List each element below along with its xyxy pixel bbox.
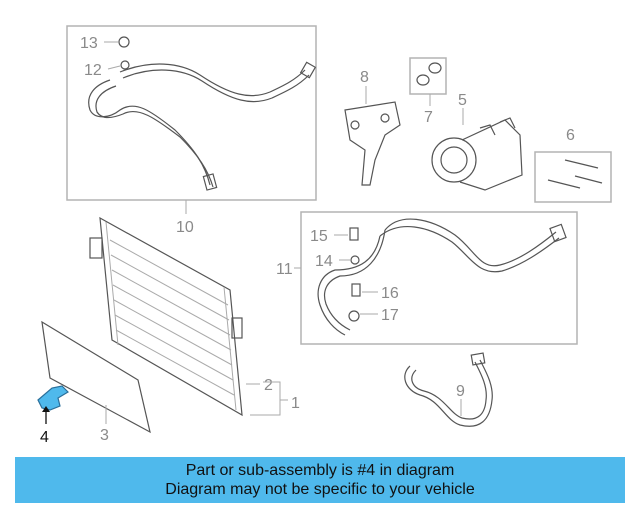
callout-15: 15 xyxy=(310,228,328,245)
banner-line-2: Diagram may not be specific to your vehi… xyxy=(165,481,475,498)
ac-compressor[interactable] xyxy=(431,117,523,191)
leader-12 xyxy=(107,65,121,70)
callout-9: 9 xyxy=(456,383,465,400)
suction-hose-assembly[interactable] xyxy=(88,36,317,191)
bolt-kit-box-6 xyxy=(534,151,612,203)
banner-line-1: Part or sub-assembly is #4 in diagram xyxy=(185,462,455,479)
callout-10: 10 xyxy=(176,219,194,236)
liquid-hose[interactable] xyxy=(404,352,493,427)
condenser-mounting-bracket-4[interactable] xyxy=(37,385,69,411)
pressure-line-assembly[interactable] xyxy=(317,218,567,336)
hose-group-box-10 xyxy=(66,25,317,201)
callout-1: 1 xyxy=(291,395,300,412)
pressure-line-box-11 xyxy=(300,211,578,345)
callout-8: 8 xyxy=(360,69,369,86)
callout-16: 16 xyxy=(381,285,399,302)
info-banner: Part or sub-assembly is #4 in diagram Di… xyxy=(15,457,625,503)
ac-condenser[interactable] xyxy=(89,216,243,417)
callout-17: 17 xyxy=(381,307,399,324)
callout-11: 11 xyxy=(276,261,293,278)
condenser-shield[interactable] xyxy=(41,320,151,434)
callout-14: 14 xyxy=(315,253,333,270)
callout-5: 5 xyxy=(458,92,467,109)
compressor-bracket[interactable] xyxy=(344,101,401,186)
bracket-1 xyxy=(250,381,288,416)
leader-4-arrowhead xyxy=(42,406,50,412)
parts-diagram: 13 12 10 8 7 5 6 xyxy=(37,25,612,446)
callout-7: 7 xyxy=(424,109,433,126)
callout-3: 3 xyxy=(100,427,109,444)
callout-4: 4 xyxy=(40,429,49,446)
callout-2: 2 xyxy=(264,377,273,394)
seal-kit[interactable] xyxy=(416,62,442,86)
callout-13: 13 xyxy=(80,35,98,52)
mounting-bolts[interactable] xyxy=(547,159,603,189)
callout-6: 6 xyxy=(566,127,575,144)
seal-kit-box-7 xyxy=(409,57,447,95)
callout-12: 12 xyxy=(84,62,102,79)
